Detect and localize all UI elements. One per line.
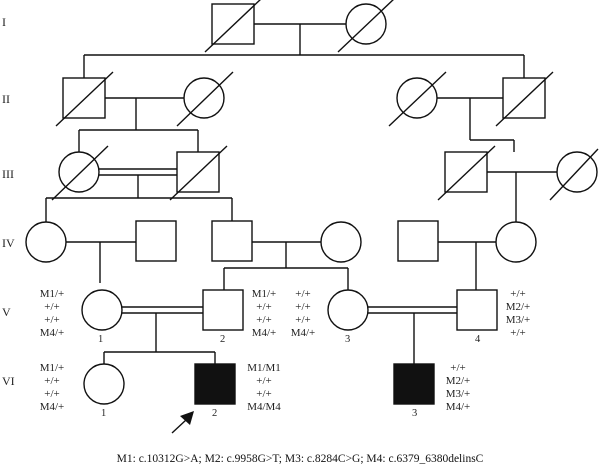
number-vi2: 2 <box>212 408 217 419</box>
gen-ii-female-3-deceased <box>388 71 447 127</box>
gen-v-female-1 <box>81 289 123 331</box>
gen-iv-male-5 <box>397 220 439 262</box>
genotype-vi3-m3: M3/+ <box>446 388 471 400</box>
number-vi3: 3 <box>412 408 417 419</box>
genotype-v3-m4: M4/+ <box>291 327 316 339</box>
gen-ii-male-4-deceased <box>495 71 554 127</box>
gen-iv-female-6 <box>495 221 537 263</box>
genotype-vi2-m2: +/+ <box>256 375 271 387</box>
gen-iii-female-1-deceased <box>51 145 109 201</box>
genotype-v4: +/+ M2/+ M3/+ +/+ <box>506 288 531 339</box>
genotype-vi2: M1/M1 +/+ +/+ M4/M4 <box>247 362 281 413</box>
gen-v-female-3 <box>327 289 369 331</box>
genotype-vi3: +/+ M2/+ M3/+ M4/+ <box>446 362 471 413</box>
genotype-v3-m1: +/+ <box>295 288 310 300</box>
genotype-v1-m2: +/+ <box>44 301 59 313</box>
generation-label-v: V <box>2 305 11 319</box>
genotype-v2-m1: M1/+ <box>252 288 277 300</box>
genotype-vi3-m2: M2/+ <box>446 375 471 387</box>
genotype-v2-m2: +/+ <box>256 301 271 313</box>
number-vi1: 1 <box>101 408 106 419</box>
proband-arrow-icon <box>171 411 194 434</box>
gen-iv-female-1 <box>25 221 67 263</box>
genotype-v3: +/+ +/+ +/+ M4/+ <box>291 288 316 339</box>
number-v3: 3 <box>345 334 350 345</box>
genotype-v2: M1/+ +/+ +/+ M4/+ <box>252 288 277 339</box>
gen-vi-male-3-affected <box>393 363 435 405</box>
genotype-v1-m3: +/+ <box>44 314 59 326</box>
genotype-vi1-m2: +/+ <box>44 375 59 387</box>
mutation-legend: M1: c.10312G>A; M2: c.9958G>T; M3: c.828… <box>117 453 484 465</box>
genotype-vi1-m1: M1/+ <box>40 362 65 374</box>
genotype-v1: M1/+ +/+ +/+ M4/+ <box>40 288 65 339</box>
gen-v-male-2 <box>202 289 244 331</box>
gen-iv-male-2 <box>135 220 177 262</box>
number-v1: 1 <box>98 334 103 345</box>
genotype-v4-m3: M3/+ <box>506 314 531 326</box>
genotype-vi2-m4: M4/M4 <box>247 401 281 413</box>
genotype-v4-m2: M2/+ <box>506 301 531 313</box>
genotype-vi3-m4: M4/+ <box>446 401 471 413</box>
gen-i-male-deceased <box>204 0 261 53</box>
genotype-v3-m2: +/+ <box>295 301 310 313</box>
genotype-v2-m3: +/+ <box>256 314 271 326</box>
gen-vi-male-2-affected-proband <box>194 363 236 405</box>
gen-ii-female-2-deceased <box>176 71 234 127</box>
genotype-v2-m4: M4/+ <box>252 327 277 339</box>
generation-label-iii: III <box>2 167 14 181</box>
genotype-v3-m3: +/+ <box>295 314 310 326</box>
gen-iii-male-3-deceased <box>437 145 496 201</box>
gen-iii-female-4-deceased <box>549 148 599 201</box>
number-v2: 2 <box>220 334 225 345</box>
genotype-vi3-m1: +/+ <box>450 362 465 374</box>
gen-i-female-deceased <box>337 0 394 53</box>
gen-v-male-4 <box>456 289 498 331</box>
generation-label-i: I <box>2 15 6 29</box>
generation-label-vi: VI <box>2 374 15 388</box>
genotype-vi1-m3: +/+ <box>44 388 59 400</box>
genotype-v4-m4: +/+ <box>510 327 525 339</box>
gen-vi-female-1 <box>83 363 125 405</box>
genotype-vi2-m1: M1/M1 <box>247 362 281 374</box>
genotype-v4-m1: +/+ <box>510 288 525 300</box>
genotype-vi1-m4: M4/+ <box>40 401 65 413</box>
genotype-vi1: M1/+ +/+ +/+ M4/+ <box>40 362 65 413</box>
gen-iv-male-3 <box>211 220 253 262</box>
generation-label-iv: IV <box>2 236 15 250</box>
genotype-v1-m1: M1/+ <box>40 288 65 300</box>
generation-label-ii: II <box>2 92 10 106</box>
gen-iii-male-2-deceased <box>169 145 228 201</box>
genotype-v1-m4: M4/+ <box>40 327 65 339</box>
gen-iv-female-4 <box>320 221 362 263</box>
gen-ii-male-1-deceased <box>55 71 114 127</box>
number-v4: 4 <box>475 334 481 345</box>
genotype-vi2-m3: +/+ <box>256 388 271 400</box>
